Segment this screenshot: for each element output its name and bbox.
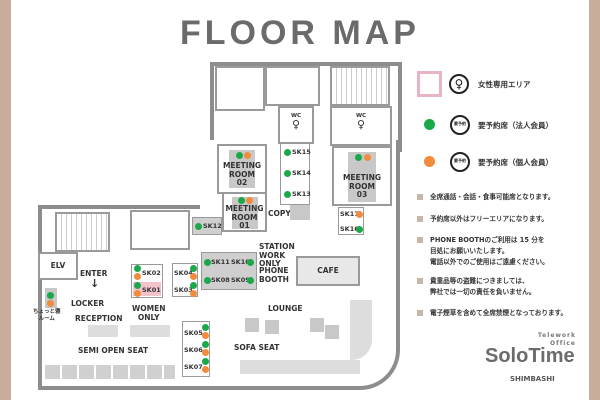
individual-reservation-dot: [202, 332, 209, 339]
corporate-reservation-dot: [238, 197, 245, 204]
corporate-reservation-dot: [134, 265, 141, 272]
restroom-icon: ♀: [291, 118, 301, 131]
corporate-reservation-dot: [190, 265, 197, 272]
stairs: [55, 212, 110, 252]
seat-sk09[interactable]: SK09: [231, 276, 250, 284]
seat-sk02[interactable]: SK02: [142, 269, 161, 277]
individual-reservation-dot: [202, 366, 209, 373]
legend-corporate: 要予約席（法人会員）: [478, 121, 553, 130]
locker-label: LOCKER: [71, 299, 105, 308]
seat-sk17[interactable]: SK17: [340, 210, 359, 218]
corporate-reservation-dot: [236, 152, 243, 159]
sofa-seat-label: SOFA SEAT: [234, 343, 280, 352]
seat-sk05[interactable]: SK05: [184, 329, 203, 337]
corporate-reservation-dot: [202, 324, 209, 331]
corporate-reservation-dot: [247, 277, 254, 284]
individual-reservation-dot: [47, 300, 54, 307]
note-3: PHONE BOOTHのご利用は 15 分を目処にお願いいたします。電話以外での…: [417, 235, 549, 268]
corporate-reservation-dot: [195, 223, 202, 230]
corporate-reservation-dot: [247, 259, 254, 266]
lounge-label: LOUNGE: [268, 304, 303, 313]
wc-right: WC♀: [330, 106, 392, 146]
left-accent-stripe: [0, 0, 11, 400]
elevator: ELV: [38, 252, 78, 280]
right-accent-stripe: [589, 0, 600, 400]
copy-label: COPY: [268, 209, 291, 218]
corporate-reservation-dot: [356, 226, 363, 233]
individual-reservation-dot: [134, 290, 141, 297]
restroom-icon: ♀: [356, 118, 366, 131]
corporate-reservation-dot: [355, 154, 362, 161]
individual-reservation-dot: [244, 152, 251, 159]
solotime-logo: Telework Office SoloTime SHIMBASHI: [485, 332, 576, 383]
page-title: FLOOR MAP: [180, 14, 420, 52]
corporate-seat-dot: [424, 119, 435, 130]
corporate-reservation-dot: [284, 149, 291, 156]
individual-reservation-dot: [134, 273, 141, 280]
note-1: 全席通話・会話・食事可能席となります。: [417, 192, 554, 203]
individual-reservation-dot: [190, 273, 197, 280]
legend-women-area: 女性専用エリア: [478, 80, 531, 89]
enter-arrow-icon: ↓: [90, 277, 100, 290]
wc-left: WC♀: [278, 106, 314, 144]
note-2: 予約席以外はフリーエリアになります。: [417, 214, 548, 225]
seat-sk06[interactable]: SK06: [184, 346, 203, 354]
seat-sk01[interactable]: SK01: [142, 286, 161, 294]
reserve-badge-icon: 要予約: [450, 115, 470, 135]
individual-seat-dot: [424, 156, 435, 167]
seat-sk12[interactable]: SK12: [203, 222, 222, 230]
seat-sk13[interactable]: SK13: [292, 190, 311, 198]
corporate-reservation-dot: [47, 292, 54, 299]
corporate-reservation-dot: [134, 282, 141, 289]
seat-sk08[interactable]: SK08: [211, 276, 230, 284]
reception-label: RECEPTION: [75, 314, 123, 323]
note-4: 貴重品等の盗難につきましては、弊社では一切の責任を負いません。: [417, 276, 535, 298]
individual-reservation-dot: [364, 154, 371, 161]
women-area-swatch: [417, 71, 442, 97]
individual-reservation-dot: [202, 349, 209, 356]
individual-reservation-dot: [246, 197, 253, 204]
semi-open-seat-label: SEMI OPEN SEAT: [78, 346, 149, 355]
individual-reservation-dot: [356, 211, 363, 218]
individual-reservation-dot: [190, 290, 197, 297]
stairs: [330, 66, 390, 106]
note-5: 電子煙草を含めて全席禁煙となっております。: [417, 308, 567, 319]
corporate-reservation-dot: [202, 358, 209, 365]
seat-sk14[interactable]: SK14: [292, 169, 311, 177]
seat-sk15[interactable]: SK15: [292, 148, 311, 156]
corporate-reservation-dot: [204, 277, 211, 284]
reserve-badge-icon: 要予約: [450, 152, 470, 172]
cafe: CAFE: [296, 256, 360, 286]
corporate-reservation-dot: [202, 341, 209, 348]
seat-sk11[interactable]: SK11: [211, 258, 230, 266]
seat-sk03[interactable]: SK03: [174, 286, 193, 294]
legend-individual: 要予約席（個人会員）: [478, 158, 553, 167]
corporate-reservation-dot: [284, 191, 291, 198]
corporate-reservation-dot: [204, 259, 211, 266]
seat-sk10[interactable]: SK10: [231, 258, 250, 266]
seat-sk04[interactable]: SK04: [174, 269, 193, 277]
seat-sk07[interactable]: SK07: [184, 363, 203, 371]
corporate-reservation-dot: [190, 282, 197, 289]
seat-sk16[interactable]: SK16: [340, 225, 359, 233]
enter-label: ENTER: [80, 269, 108, 278]
woman-icon: ♀: [449, 74, 469, 94]
corporate-reservation-dot: [284, 170, 291, 177]
